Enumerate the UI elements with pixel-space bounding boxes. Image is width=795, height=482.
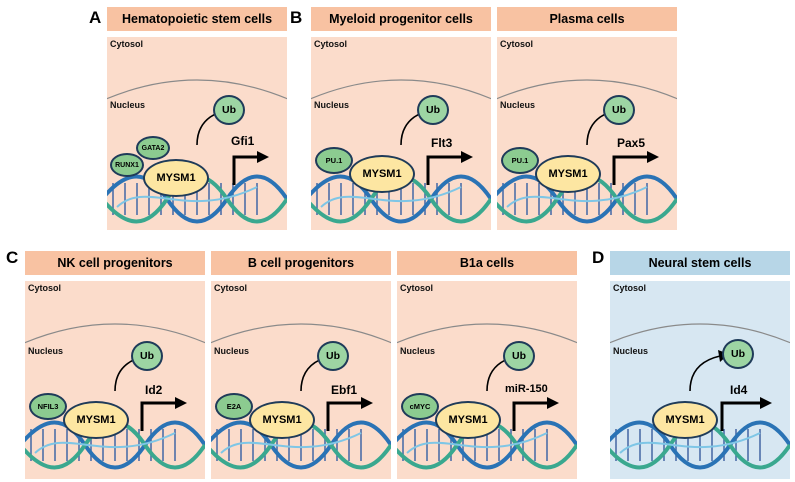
nucleus-label: Nucleus	[28, 346, 64, 356]
target-gene-label: Id4	[730, 383, 748, 397]
tf-cmyc-bubble: cMYC	[401, 393, 439, 420]
tf-runx1-bubble: RUNX1	[110, 153, 144, 177]
panel-letter-d: D	[592, 248, 605, 267]
panel-title: Neural stem cells	[610, 251, 790, 275]
nucleus-label: Nucleus	[110, 100, 146, 110]
cytosol-label: Cytosol	[110, 39, 144, 49]
cell-body: Cytosol Nucleus Ub Gfi1 GATA2 RUNX1 MYSM…	[107, 37, 287, 230]
tf-e2a-bubble: E2A	[215, 393, 253, 420]
cell-body: Cytosol Nucleus Ub miR-150 cMYC MYSM1	[397, 281, 577, 479]
panel-b-cell-progenitors: B cell progenitors Cytosol Nuc	[211, 251, 391, 479]
mysm1-bubble: MYSM1	[349, 155, 415, 193]
nucleus-label: Nucleus	[314, 100, 350, 110]
panel-letter-b: B	[290, 8, 303, 27]
cell-body: Cytosol Nucleus Ub Ebf1 E2A MYSM1	[211, 281, 391, 479]
dna-scene	[311, 79, 491, 224]
ubiquitin-bubble: Ub	[503, 341, 535, 371]
tf-nfil3-bubble: NFIL3	[29, 393, 67, 420]
tf-pu1-bubble: PU.1	[501, 147, 539, 174]
panel-title: B1a cells	[397, 251, 577, 275]
panel-b1a-cells: B1a cells Cytosol Nucleus	[397, 251, 577, 479]
panel-title: NK cell progenitors	[25, 251, 205, 275]
nucleus-label: Nucleus	[214, 346, 250, 356]
cytosol-label: Cytosol	[500, 39, 534, 49]
panel-nk-cell-progenitors: NK cell progenitors Cytosol Nu	[25, 251, 205, 479]
panel-letter-c: C	[6, 248, 19, 267]
panel-hematopoietic-stem-cells: Hematopoietic stem cells Cytosol	[107, 7, 287, 230]
dna-scene	[397, 323, 577, 470]
panel-letter-a: A	[89, 8, 102, 27]
tf-pu1-bubble: PU.1	[315, 147, 353, 174]
mysm1-bubble: MYSM1	[249, 401, 315, 439]
target-gene-label: Id2	[145, 383, 163, 397]
mysm1-bubble: MYSM1	[535, 155, 601, 193]
dna-scene	[211, 323, 391, 470]
cytosol-label: Cytosol	[400, 283, 434, 293]
cytosol-label: Cytosol	[214, 283, 248, 293]
dna-scene	[610, 323, 790, 470]
nucleus-label: Nucleus	[500, 100, 536, 110]
ubiquitin-bubble: Ub	[722, 339, 754, 369]
target-gene-label: Gfi1	[231, 134, 255, 148]
panel-title: B cell progenitors	[211, 251, 391, 275]
mysm1-bubble: MYSM1	[63, 401, 129, 439]
target-gene-label: Ebf1	[331, 383, 358, 397]
nucleus-label: Nucleus	[613, 346, 649, 356]
dna-scene	[25, 323, 205, 470]
nucleus-label: Nucleus	[400, 346, 436, 356]
dna-scene	[107, 79, 287, 224]
panel-title: Hematopoietic stem cells	[107, 7, 287, 31]
ubiquitin-bubble: Ub	[131, 341, 163, 371]
dna-scene	[497, 79, 677, 224]
cytosol-label: Cytosol	[28, 283, 62, 293]
mysm1-bubble: MYSM1	[143, 159, 209, 197]
panel-title: Myeloid progenitor cells	[311, 7, 491, 31]
cell-body: Cytosol Nucleus Ub Pax5 PU.1 MYSM1	[497, 37, 677, 230]
target-gene-label: miR-150	[505, 383, 548, 395]
cytosol-label: Cytosol	[613, 283, 647, 293]
panel-plasma-cells: Plasma cells Cytosol Nucleus	[497, 7, 677, 230]
panel-neural-stem-cells: Neural stem cells Cytosol Nucl	[610, 251, 790, 479]
target-gene-label: Pax5	[617, 136, 646, 150]
ubiquitin-bubble: Ub	[317, 341, 349, 371]
ubiquitin-bubble: Ub	[213, 95, 245, 125]
cell-body: Cytosol Nucleus Ub Id4 MYSM1	[610, 281, 790, 479]
ubiquitin-bubble: Ub	[603, 95, 635, 125]
cell-body: Cytosol Nucleus Ub Flt3 PU.1 MYSM1	[311, 37, 491, 230]
cell-body: Cytosol Nucleus Ub Id2 NFIL3 MYSM1	[25, 281, 205, 479]
ubiquitin-bubble: Ub	[417, 95, 449, 125]
panel-myeloid-progenitor-cells: Myeloid progenitor cells Cytosol	[311, 7, 491, 230]
tf-gata2-bubble: GATA2	[136, 136, 170, 160]
mysm1-bubble: MYSM1	[652, 401, 718, 439]
target-gene-label: Flt3	[431, 136, 453, 150]
mysm1-bubble: MYSM1	[435, 401, 501, 439]
panel-title: Plasma cells	[497, 7, 677, 31]
cytosol-label: Cytosol	[314, 39, 348, 49]
